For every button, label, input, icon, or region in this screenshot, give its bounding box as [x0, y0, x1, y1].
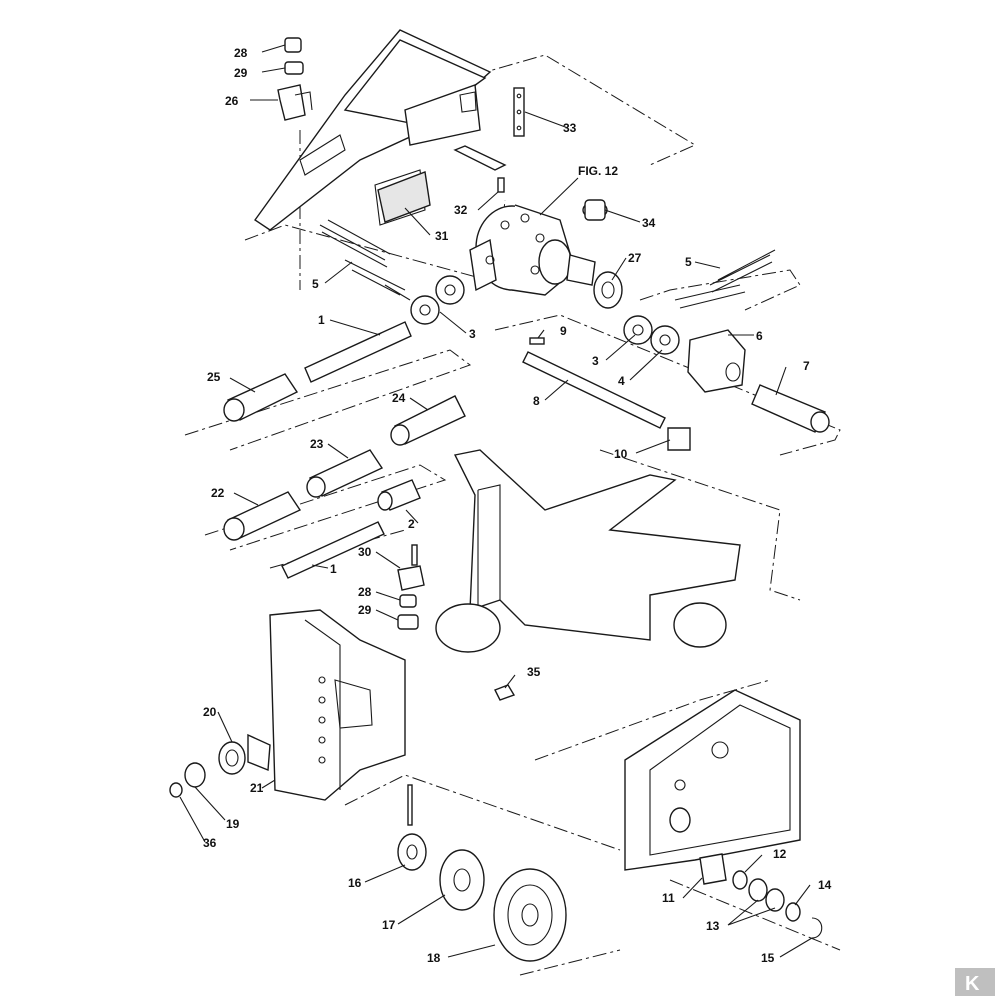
- callout-20: 20: [203, 705, 217, 719]
- flange-11: [699, 853, 727, 885]
- callout-8: 8: [533, 394, 540, 408]
- callout-4: 4: [618, 374, 625, 388]
- callout-21: 21: [250, 781, 264, 795]
- callout-29-lower: 29: [358, 603, 372, 617]
- callout-34: 34: [642, 216, 656, 230]
- callout-19: 19: [226, 817, 240, 831]
- callout-25: 25: [207, 370, 221, 384]
- callout-3-right: 3: [592, 354, 599, 368]
- tube-23: [306, 449, 384, 498]
- collar-34: [582, 199, 608, 221]
- callout-15: 15: [761, 951, 775, 965]
- callout-28: 28: [234, 46, 248, 60]
- shaft-8: [522, 351, 666, 429]
- callout-1-upper: 1: [318, 313, 325, 327]
- seal-12: [732, 870, 748, 890]
- tube-22: [223, 491, 302, 541]
- callout-29: 29: [234, 66, 248, 80]
- corner-logo: K: [955, 968, 995, 996]
- callout-labels: 28 29 26 33 32 31 34 5 5 27 1 3 9 3 4 6 …: [203, 46, 832, 965]
- plate-17: [439, 849, 485, 911]
- clip-29-lower: [397, 614, 419, 630]
- callout-24: 24: [392, 391, 406, 405]
- tube-25: [223, 373, 299, 422]
- callout-36: 36: [203, 836, 217, 850]
- callout-1-lower: 1: [330, 562, 337, 576]
- callout-12: 12: [773, 847, 787, 861]
- callout-33: 33: [563, 121, 577, 135]
- tube-7: [751, 384, 830, 433]
- guard-31: [377, 171, 431, 223]
- leader-lines: [179, 44, 813, 958]
- sleeve-2: [377, 479, 421, 511]
- shaft-1-upper: [304, 321, 412, 383]
- shaft-1-lower: [281, 521, 385, 579]
- flange-20: [218, 733, 271, 775]
- callout-31: 31: [435, 229, 449, 243]
- callout-7: 7: [803, 359, 810, 373]
- bearing-19: [184, 762, 206, 788]
- sprockets-left: [410, 275, 465, 325]
- tube-24: [390, 395, 466, 446]
- plate-32: [453, 145, 507, 193]
- callout-5-right: 5: [685, 255, 692, 269]
- callout-14: 14: [818, 878, 832, 892]
- chain-5-right: [674, 249, 776, 309]
- callout-35: 35: [527, 665, 541, 679]
- callout-10: 10: [614, 447, 628, 461]
- callout-13: 13: [706, 919, 720, 933]
- callout-22: 22: [211, 486, 225, 500]
- side-plate-21: [269, 609, 406, 801]
- hub-16: [397, 784, 427, 871]
- callout-32: 32: [454, 203, 468, 217]
- figure-reference-label: FIG. 12: [578, 164, 618, 178]
- callout-17: 17: [382, 918, 396, 932]
- block-6: [687, 329, 746, 393]
- washer-14: [785, 902, 801, 922]
- plate-35: [494, 684, 516, 701]
- snap-ring-15: [811, 917, 823, 939]
- callout-18: 18: [427, 951, 441, 965]
- upper-frame-hood: [254, 29, 492, 231]
- main-frame: [435, 449, 741, 653]
- pulley-18: [493, 868, 567, 962]
- bearings-13: [748, 878, 785, 912]
- callout-2: 2: [408, 517, 415, 531]
- clip-29-top: [284, 61, 304, 75]
- callout-11: 11: [662, 891, 675, 905]
- right-housing: [624, 689, 801, 871]
- callout-6: 6: [756, 329, 763, 343]
- gearbox-assembly: [469, 204, 596, 296]
- bracket-26: [277, 84, 313, 121]
- bearing-27: [593, 271, 623, 309]
- callout-3-left: 3: [469, 327, 476, 341]
- callout-16: 16: [348, 876, 362, 890]
- bracket-30: [397, 544, 425, 591]
- key-9: [529, 337, 545, 345]
- callout-9: 9: [560, 324, 567, 338]
- chain-5-left: [319, 219, 411, 301]
- callout-26: 26: [225, 94, 239, 108]
- callout-23: 23: [310, 437, 324, 451]
- washer-36: [169, 782, 183, 798]
- logo-mark: K: [965, 973, 980, 995]
- sprockets-right: [623, 315, 680, 355]
- clip-28-top: [284, 37, 302, 53]
- callout-27: 27: [628, 251, 642, 265]
- strap-33: [513, 87, 525, 137]
- callout-30: 30: [358, 545, 372, 559]
- bracket-10: [667, 427, 691, 451]
- callout-5-left: 5: [312, 277, 319, 291]
- callout-28-lower: 28: [358, 585, 372, 599]
- clip-28-lower: [399, 594, 417, 608]
